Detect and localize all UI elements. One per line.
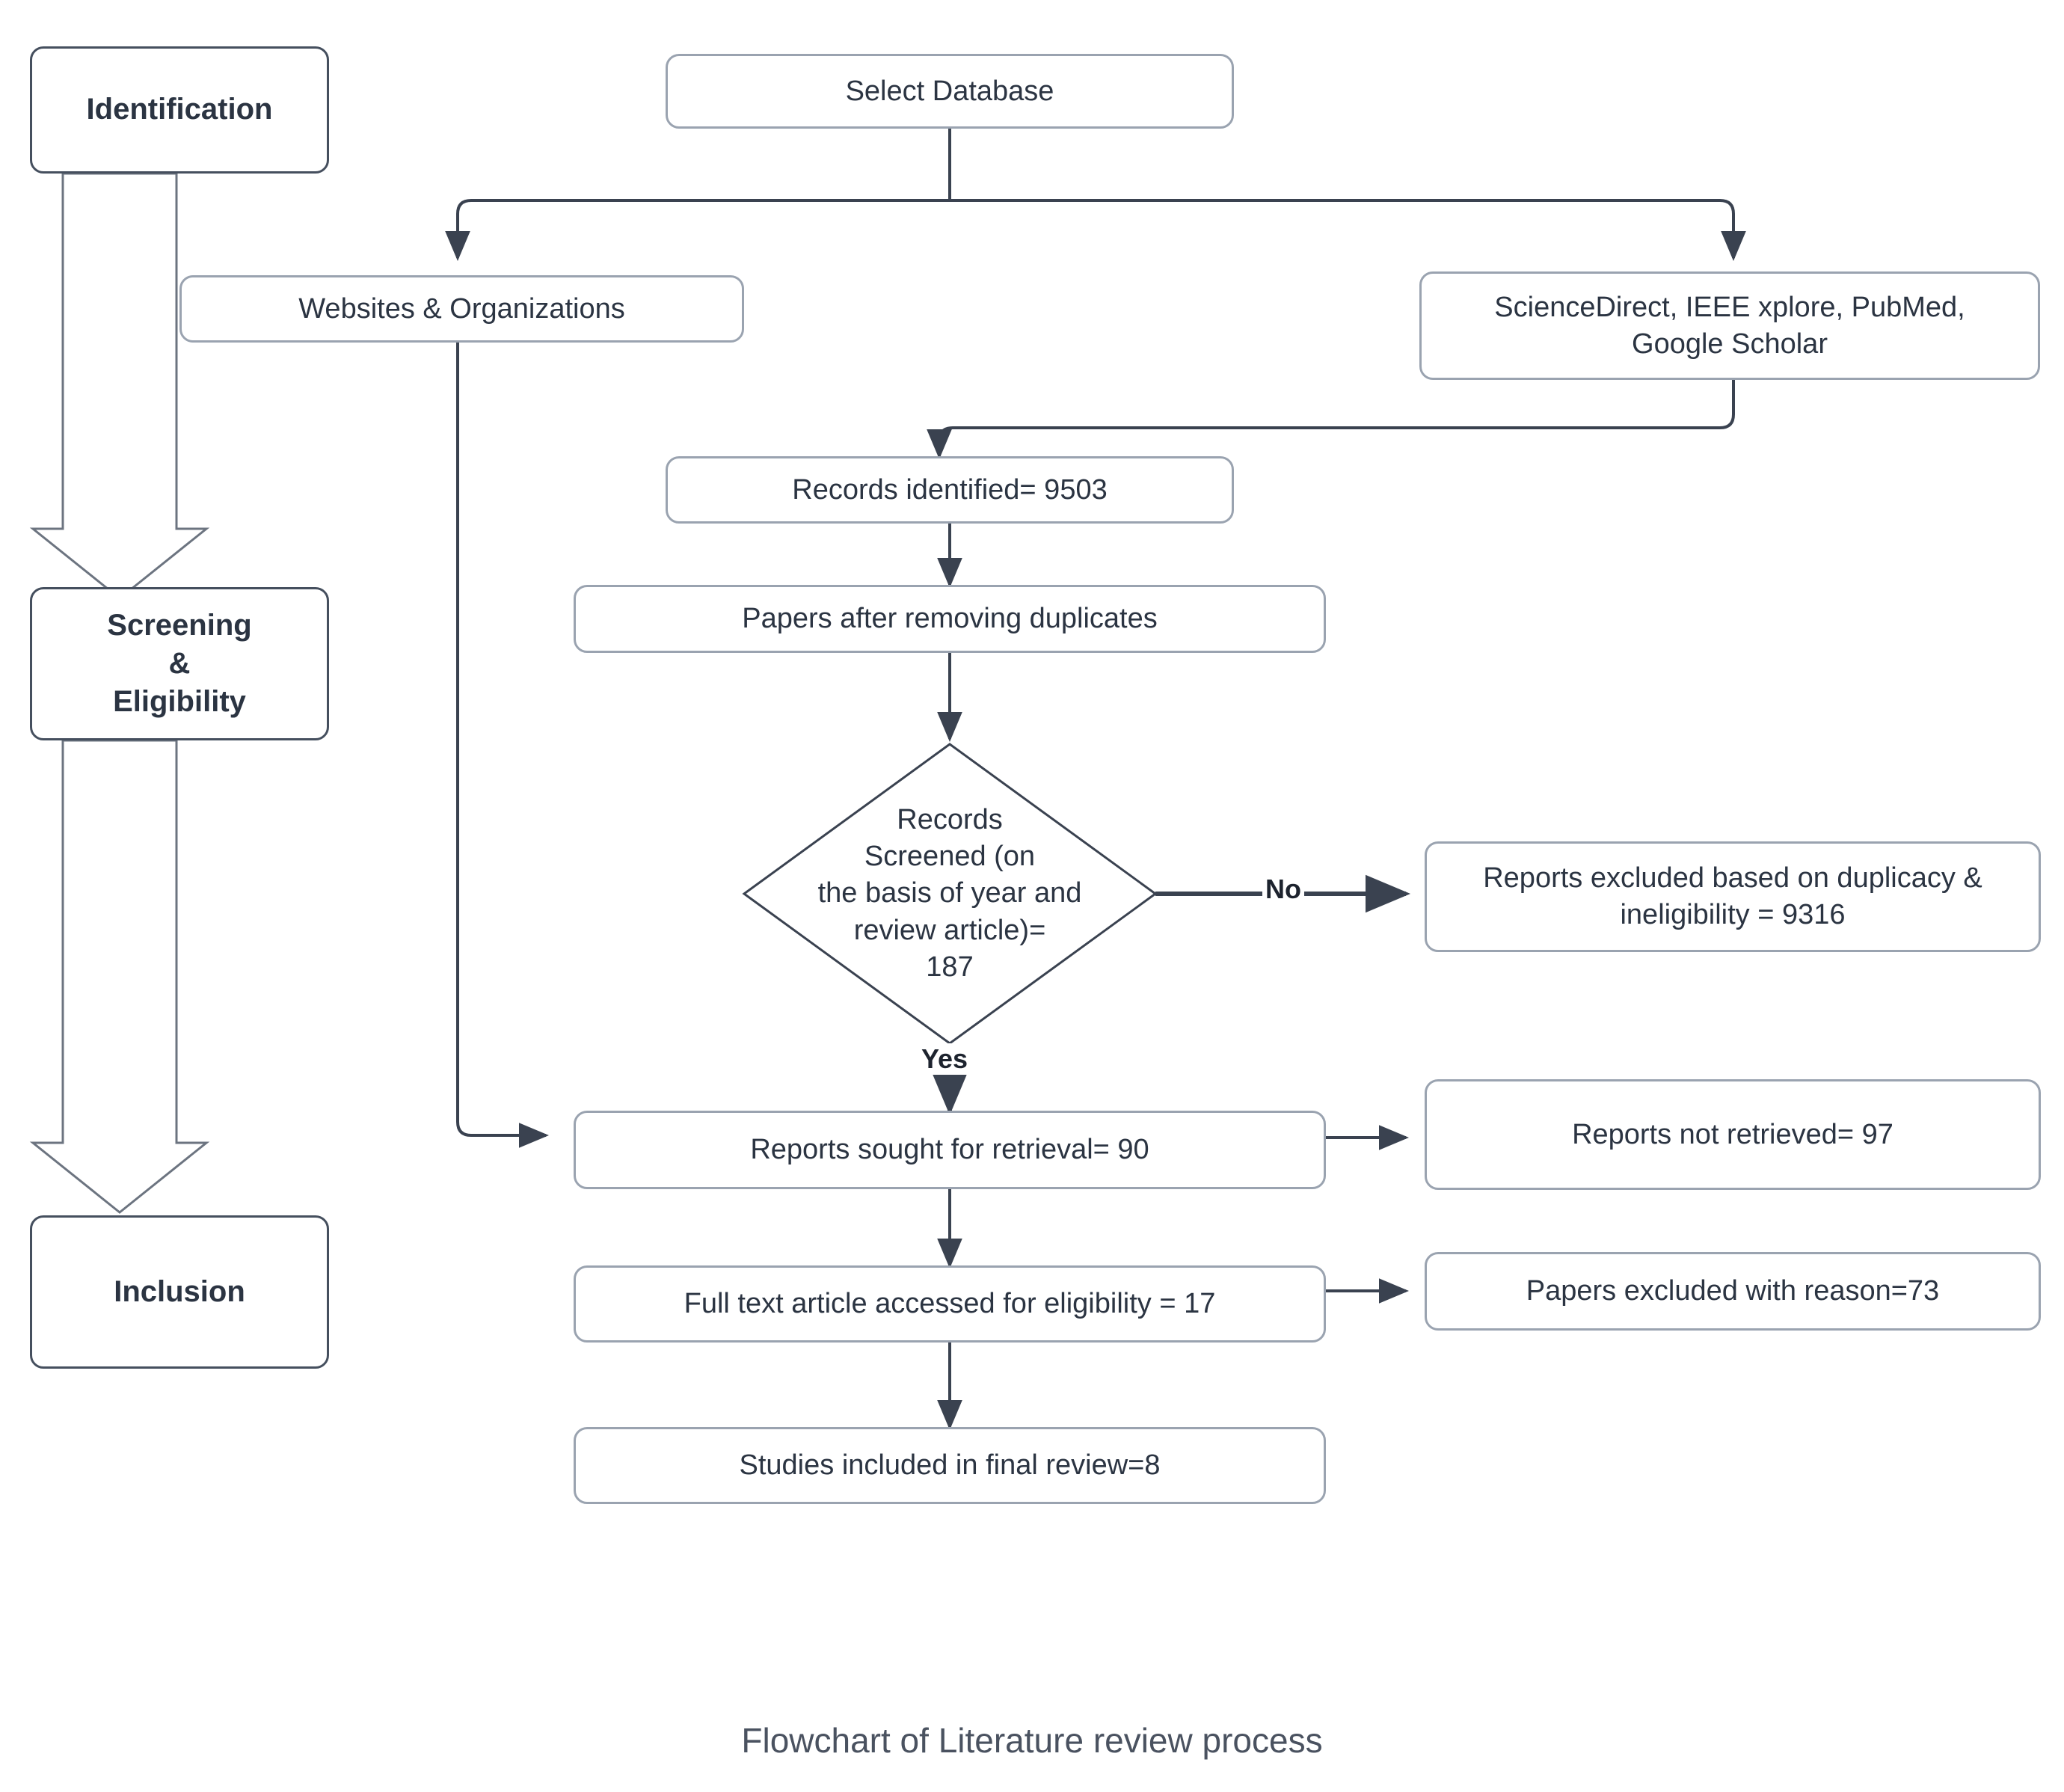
node-label-select-database: Select Database	[845, 75, 1054, 107]
node-databases[interactable]: ScienceDirect, IEEE xplore, PubMed, Goog…	[1419, 271, 2040, 380]
node-reports-sought[interactable]: Reports sought for retrieval= 90	[574, 1111, 1326, 1189]
node-websites-organizations[interactable]: Websites & Organizations	[179, 275, 744, 343]
figure-caption-text: Flowchart of Literature review process	[741, 1721, 1323, 1760]
node-records-screened[interactable]: Records Screened (on the basis of year a…	[714, 782, 1185, 1006]
block-arrow-identification-to-screening	[29, 172, 210, 600]
node-label-records-screened-line3: the basis of year and	[817, 877, 1082, 909]
node-label-databases-line2: Google Scholar	[1632, 328, 1828, 360]
stage-label-inclusion: Inclusion	[114, 1274, 245, 1308]
figure-caption: Flowchart of Literature review process	[0, 1720, 2064, 1761]
node-label-databases-line1: ScienceDirect, IEEE xplore, PubMed,	[1494, 291, 1965, 323]
stage-label-identification: Identification	[86, 93, 273, 126]
node-full-text-accessed[interactable]: Full text article accessed for eligibili…	[574, 1265, 1326, 1343]
edge-databases-to-records-identified	[927, 380, 1735, 459]
stage-box-inclusion[interactable]: Inclusion	[30, 1215, 329, 1369]
node-label-websites-organizations: Websites & Organizations	[298, 292, 625, 325]
node-papers-excluded-reason[interactable]: Papers excluded with reason=73	[1425, 1252, 2041, 1331]
node-select-database[interactable]: Select Database	[666, 54, 1234, 129]
node-papers-after-duplicates[interactable]: Papers after removing duplicates	[574, 585, 1326, 653]
edge-websites-to-reports-sought	[456, 343, 549, 1148]
stage-box-screening-eligibility[interactable]: Screening & Eligibility	[30, 587, 329, 740]
node-label-reports-excluded-line2: ineligibility = 9316	[1620, 899, 1846, 930]
node-label-papers-excluded-reason: Papers excluded with reason=73	[1526, 1275, 1940, 1307]
node-records-identified[interactable]: Records identified= 9503	[666, 456, 1234, 524]
edge-label-no: No	[1262, 874, 1304, 905]
edge-selectdb-split-right	[950, 199, 1746, 261]
edge-label-yes: Yes	[918, 1043, 971, 1075]
stage-label-eligibility: Eligibility	[113, 685, 246, 719]
node-label-records-screened-line5: 187	[926, 951, 974, 984]
node-studies-included[interactable]: Studies included in final review=8	[574, 1427, 1326, 1504]
node-label-studies-included: Studies included in final review=8	[739, 1449, 1161, 1482]
edge-label-yes-text: Yes	[921, 1043, 968, 1074]
node-label-full-text-accessed: Full text article accessed for eligibili…	[684, 1288, 1216, 1320]
node-label-reports-not-retrieved: Reports not retrieved= 97	[1572, 1118, 1893, 1150]
node-label-reports-sought: Reports sought for retrieval= 90	[750, 1134, 1149, 1166]
node-label-records-identified: Records identified= 9503	[792, 473, 1108, 506]
edge-selectdb-split-left	[445, 199, 950, 261]
node-label-papers-after-duplicates: Papers after removing duplicates	[742, 603, 1158, 635]
stage-label-ampersand: &	[168, 646, 191, 680]
stage-box-identification[interactable]: Identification	[30, 46, 329, 174]
node-label-records-screened-line4: review article)=	[853, 914, 1046, 946]
node-label-reports-excluded-line1: Reports excluded based on duplicacy &	[1483, 862, 1982, 895]
node-reports-not-retrieved[interactable]: Reports not retrieved= 97	[1425, 1079, 2041, 1190]
stage-label-screening: Screening	[107, 608, 252, 642]
edge-label-no-text: No	[1265, 874, 1301, 904]
node-label-records-screened-line2: Screened (on	[864, 840, 1036, 872]
node-reports-excluded[interactable]: Reports excluded based on duplicacy & in…	[1425, 841, 2041, 952]
node-label-records-screened-line1: Records	[897, 803, 1003, 835]
block-arrow-screening-to-inclusion	[29, 739, 210, 1214]
